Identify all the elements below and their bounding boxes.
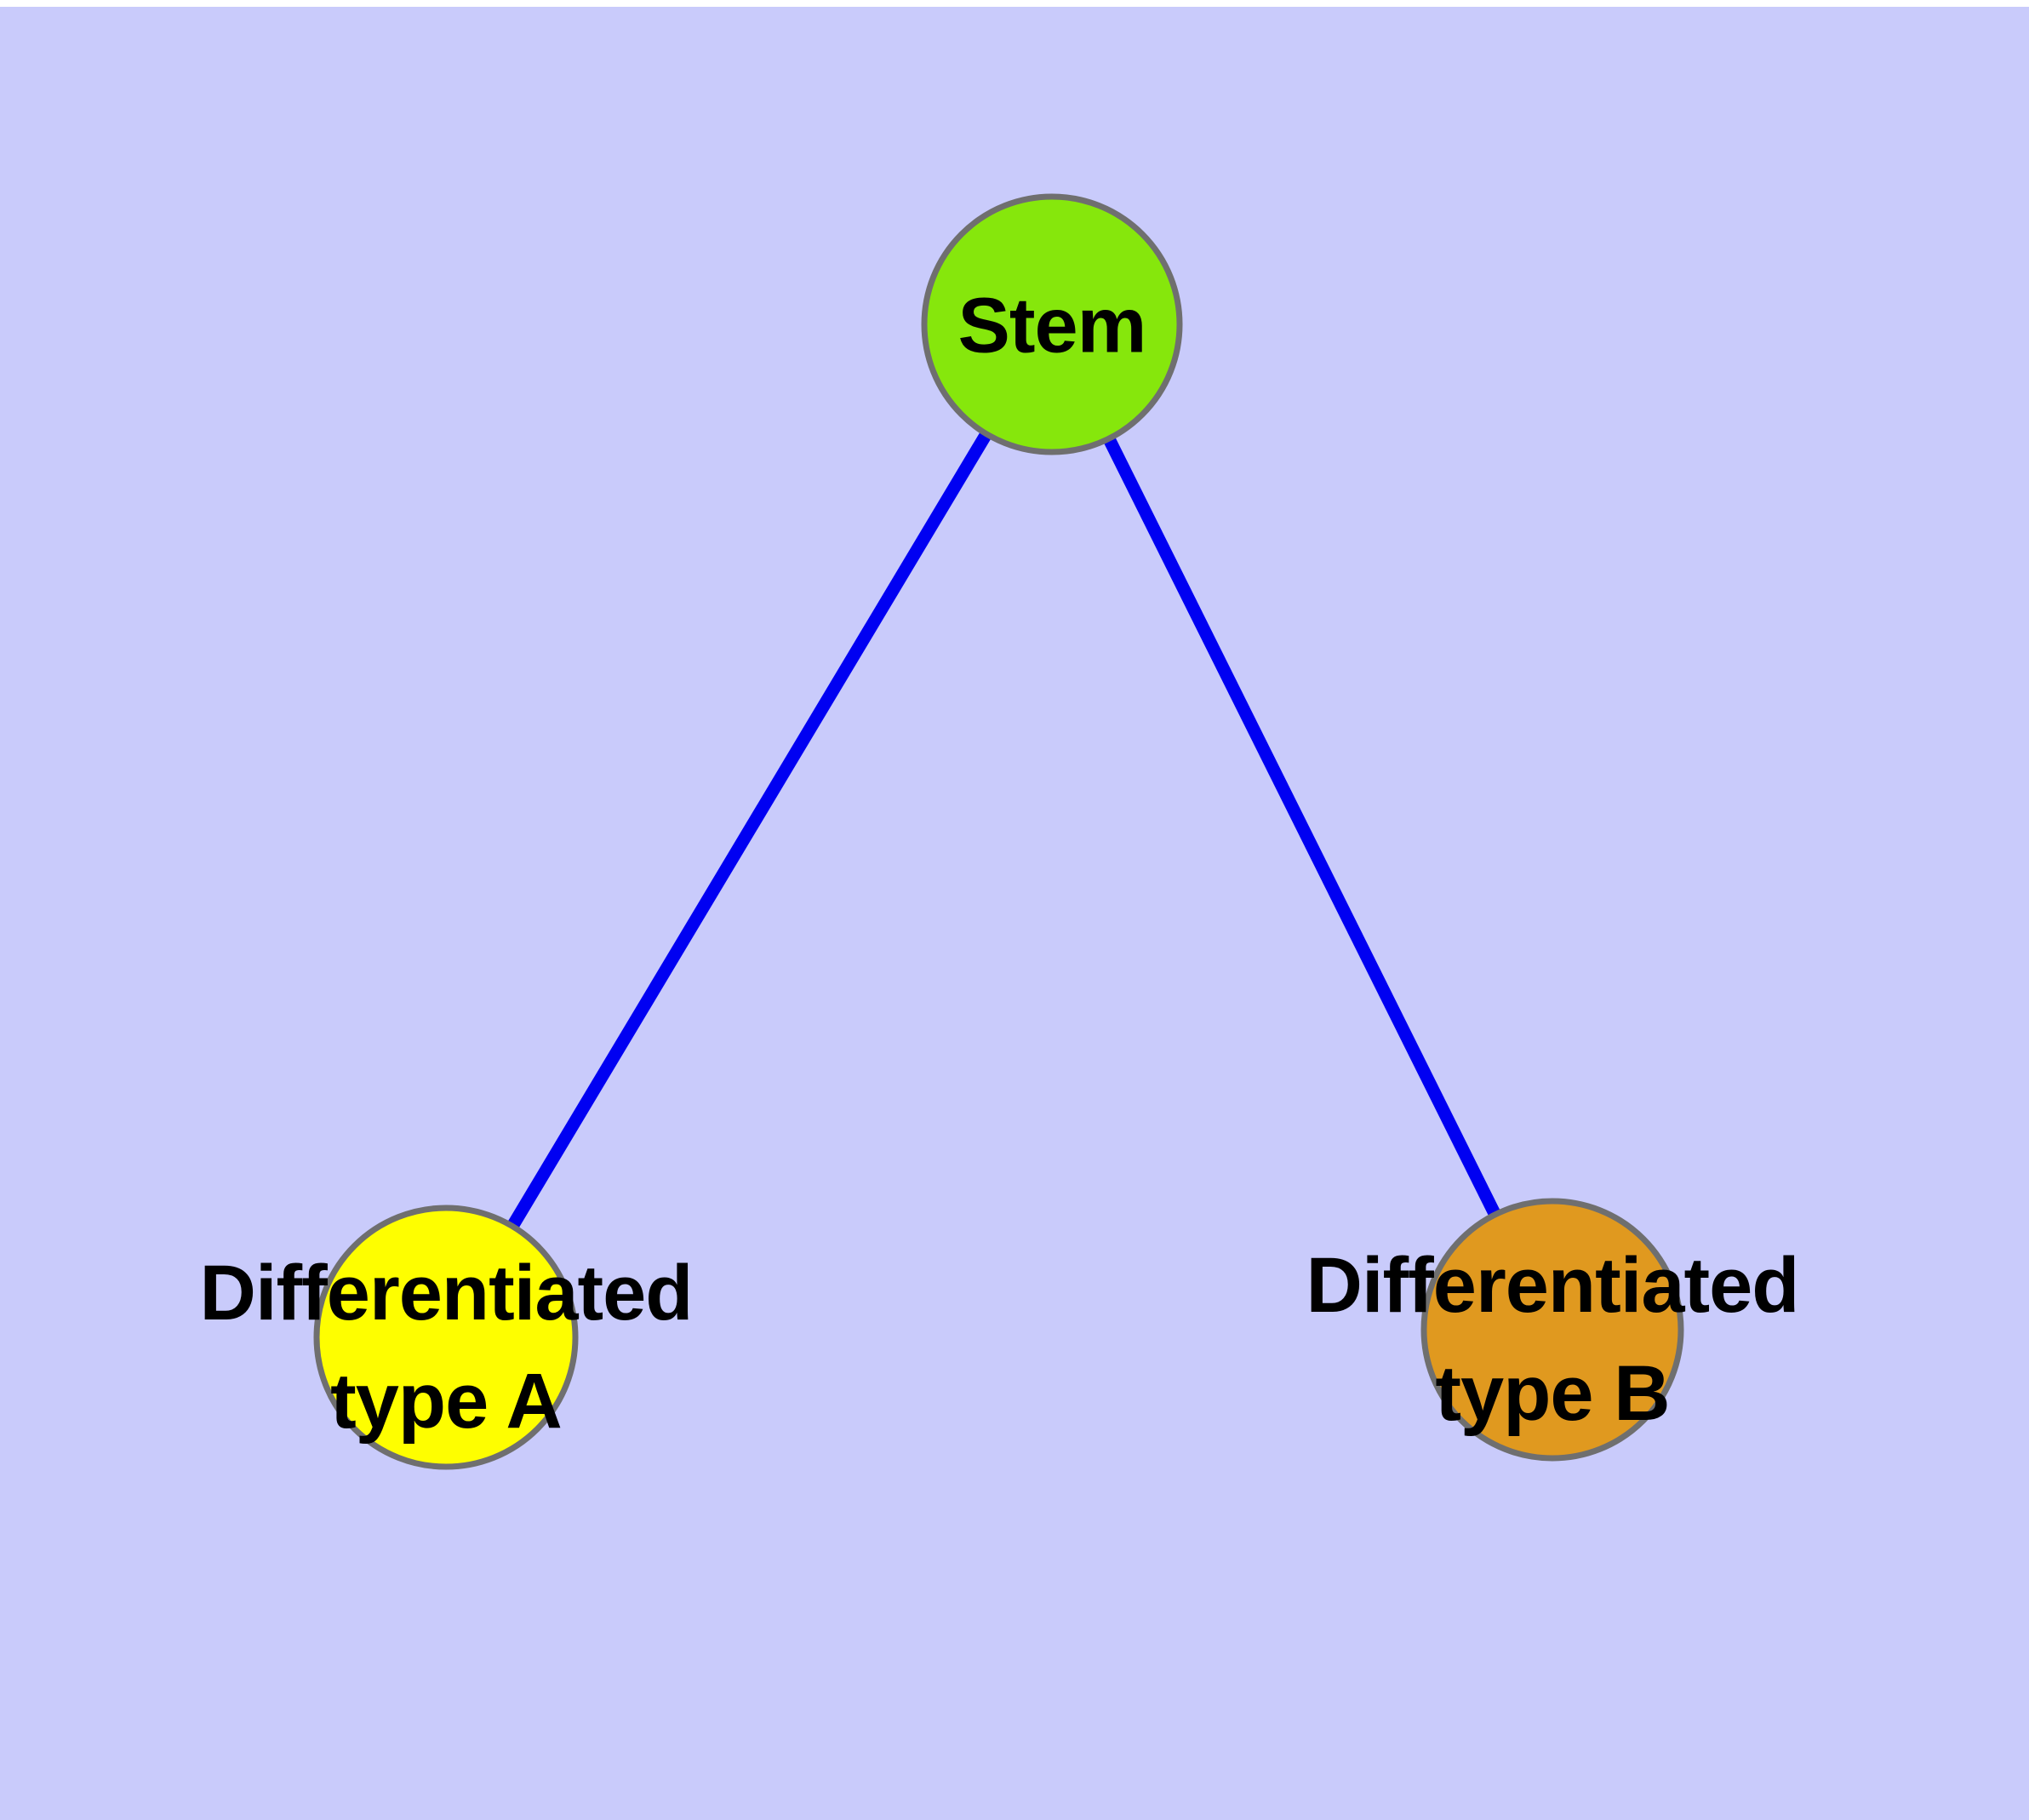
diagram-canvas: Stem Differentiated type A Differentiate…	[0, 7, 2029, 1820]
node-label-differentiated-type-a: Differentiated type A	[199, 1250, 694, 1445]
node-label-differentiated-type-b: Differentiated type B	[1306, 1242, 1800, 1437]
edge-stem-to-type-b	[1046, 321, 1558, 1333]
graph-svg	[313, 193, 1684, 1470]
node-circle-stem	[921, 193, 1183, 455]
node-circle-type-a	[313, 1205, 579, 1470]
edge-stem-to-type-a	[440, 321, 1058, 1341]
node-label-stem: Stem	[957, 282, 1147, 369]
node-circle-type-b	[1420, 1198, 1684, 1462]
